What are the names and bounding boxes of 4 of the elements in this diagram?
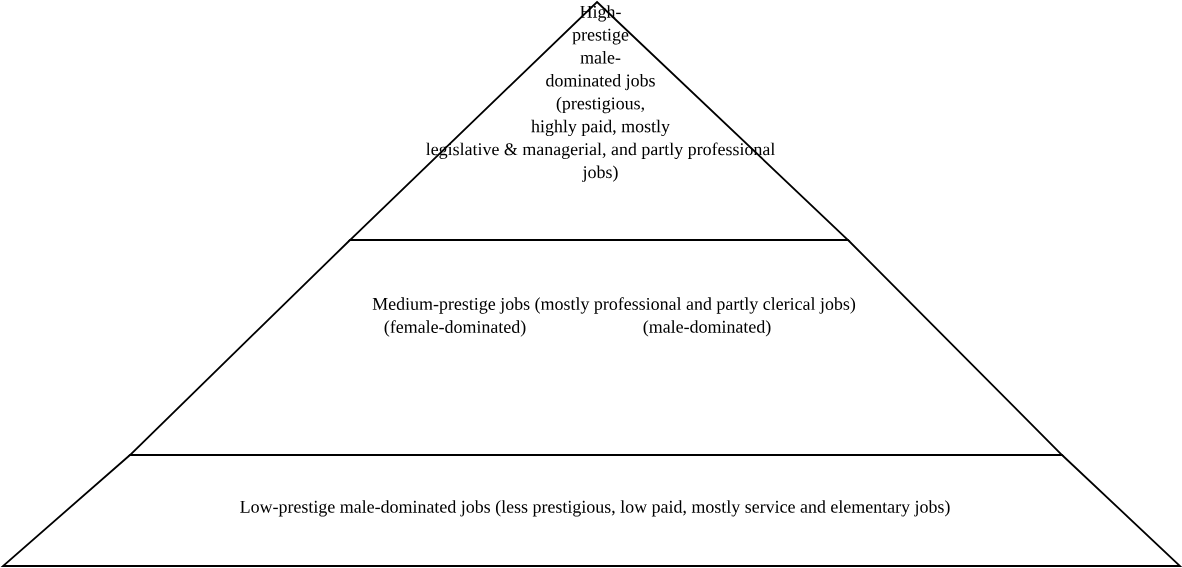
tier-note: (male-dominated): [643, 320, 771, 337]
tier-heading: Low-prestige male-dominated jobs (less prestigious, low paid, mostly service and elementary jobs): [240, 500, 950, 517]
tier-heading: Medium-prestige jobs (mostly professional and partly clerical jobs): [372, 297, 856, 314]
tier-note: (female-dominated): [384, 320, 526, 337]
